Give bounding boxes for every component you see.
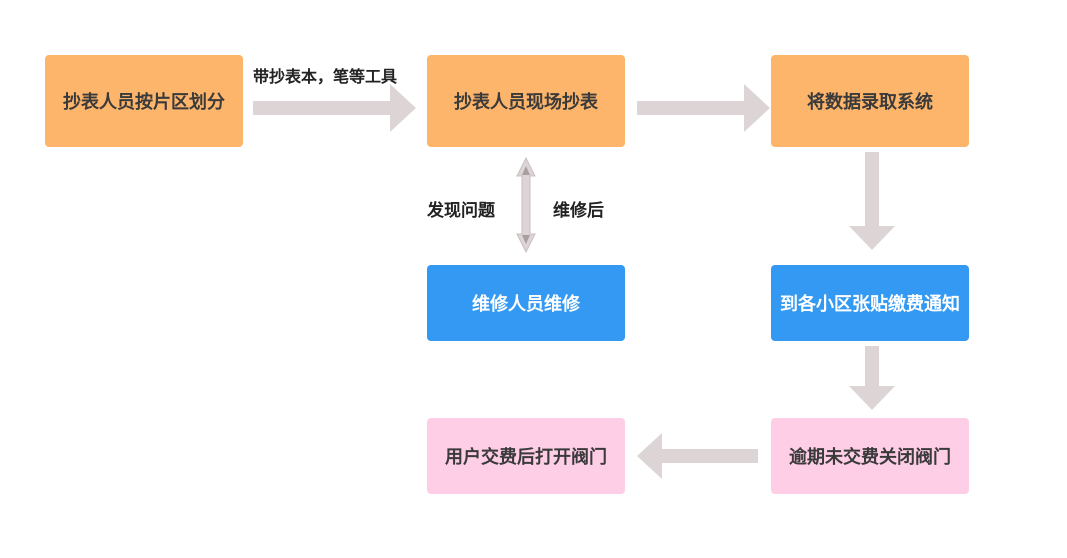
node-onsite-label: 抄表人员现场抄表 [454, 92, 598, 113]
node-entry: 将数据录取系统 [771, 55, 969, 147]
node-reopen: 用户交费后打开阀门 [427, 418, 625, 494]
node-notice-label: 到各小区张贴缴费通知 [780, 294, 960, 315]
label-after-repair: 维修后 [553, 201, 604, 221]
arrow-onsite-repair-double [516, 156, 536, 254]
node-repair-label: 维修人员维修 [472, 294, 580, 315]
arrow-overdue-to-reopen [637, 433, 758, 479]
node-assign: 抄表人员按片区划分 [45, 55, 243, 147]
node-repair: 维修人员维修 [427, 265, 625, 341]
node-notice: 到各小区张贴缴费通知 [771, 265, 969, 341]
node-overdue: 逾期未交费关闭阀门 [771, 418, 969, 494]
arrow-notice-to-overdue [849, 346, 895, 410]
label-found-problem: 发现问题 [427, 201, 495, 221]
arrow-entry-to-notice [849, 152, 895, 250]
arrow-assign-to-onsite [253, 84, 416, 132]
arrow-onsite-to-entry [637, 84, 770, 132]
node-onsite: 抄表人员现场抄表 [427, 55, 625, 147]
node-entry-label: 将数据录取系统 [807, 92, 933, 113]
node-assign-label: 抄表人员按片区划分 [63, 92, 225, 113]
label-tools: 带抄表本，笔等工具 [253, 67, 398, 86]
node-reopen-label: 用户交费后打开阀门 [445, 447, 607, 468]
node-overdue-label: 逾期未交费关闭阀门 [789, 447, 951, 468]
